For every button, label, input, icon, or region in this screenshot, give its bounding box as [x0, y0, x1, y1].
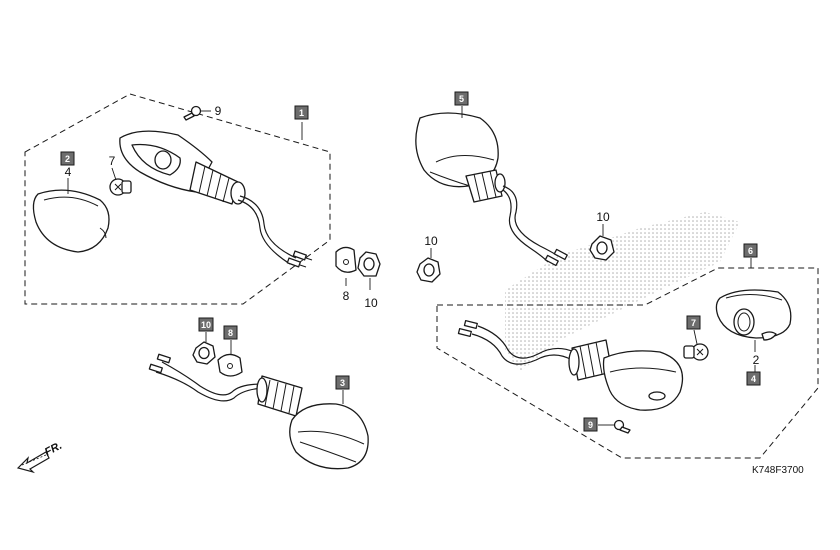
svg-text:10: 10 — [201, 320, 211, 330]
turn-signal-housing-front-right[interactable] — [415, 112, 506, 203]
bulb-right[interactable] — [683, 343, 709, 361]
diagram-code: K748F3700 — [752, 465, 804, 476]
part-label-box-9-right: 9 — [583, 417, 598, 432]
part-label-box-6: 6 — [743, 243, 758, 258]
lens-left[interactable] — [32, 189, 110, 253]
wire-rear-left — [161, 361, 263, 396]
bulb-left[interactable] — [109, 178, 132, 196]
connector-rear-left — [148, 353, 171, 374]
nut-left[interactable] — [357, 251, 381, 277]
nut-center[interactable] — [416, 257, 441, 283]
screw-left[interactable] — [183, 105, 202, 121]
svg-text:2: 2 — [65, 154, 70, 164]
part-label-box-10-rear-left: 10 — [198, 317, 214, 332]
svg-text:6: 6 — [748, 246, 753, 256]
svg-text:5: 5 — [459, 94, 464, 104]
svg-text:8: 8 — [228, 328, 233, 338]
turn-signal-housing-front-left[interactable] — [119, 130, 246, 205]
part-label-10-center: 10 — [424, 234, 438, 248]
part-label-box-1: 1 — [294, 105, 309, 120]
part-label-box-2: 2 — [60, 151, 75, 166]
lens-right[interactable] — [715, 289, 792, 341]
turn-signal-housing-rear-left[interactable] — [256, 375, 369, 470]
svg-text:3: 3 — [340, 378, 345, 388]
connector-rear-right — [457, 319, 478, 338]
wire-front-right — [502, 185, 559, 257]
svg-text:4: 4 — [751, 374, 756, 384]
part-label-7-left: 7 — [109, 154, 116, 168]
wire-rear-left-b — [155, 371, 263, 402]
wire-front-right-b — [502, 189, 549, 263]
assembly-group-outline-6 — [436, 267, 819, 459]
wire-front-left-b — [237, 199, 291, 265]
assembly-group-outline-1 — [24, 93, 331, 305]
wire-front-left — [239, 195, 297, 259]
part-label-4-left: 4 — [65, 165, 72, 179]
nut-rear-left[interactable] — [192, 341, 216, 365]
screw-right[interactable] — [613, 419, 631, 434]
wire-rear-right-b — [471, 333, 573, 365]
svg-text:FR.: FR. — [43, 440, 64, 459]
part-label-10-left: 10 — [364, 296, 378, 310]
part-label-9-left: 9 — [215, 104, 222, 118]
svg-text:1: 1 — [299, 108, 304, 118]
wire-rear-right — [477, 325, 575, 359]
connector-front-left — [286, 250, 313, 268]
turn-signal-housing-rear-right[interactable] — [568, 339, 684, 411]
part-label-8-left: 8 — [343, 289, 350, 303]
part-label-box-5: 5 — [454, 91, 469, 106]
connector-front-right — [544, 248, 568, 267]
part-label-box-8-rear-left: 8 — [223, 325, 238, 340]
front-direction-arrow: FR. — [16, 440, 64, 474]
part-label-10-right: 10 — [596, 210, 610, 224]
svg-text:9: 9 — [588, 420, 593, 430]
part-label-box-4-right: 4 — [746, 371, 761, 386]
shading-pattern — [505, 212, 740, 372]
part-label-box-3: 3 — [335, 375, 350, 390]
svg-text:7: 7 — [691, 318, 696, 328]
washer-rear-left[interactable] — [217, 353, 243, 377]
nut-right-upper[interactable] — [589, 235, 615, 261]
part-label-box-7-right: 7 — [686, 315, 701, 330]
washer-left[interactable] — [335, 246, 357, 273]
part-label-2-right: 2 — [753, 353, 760, 367]
